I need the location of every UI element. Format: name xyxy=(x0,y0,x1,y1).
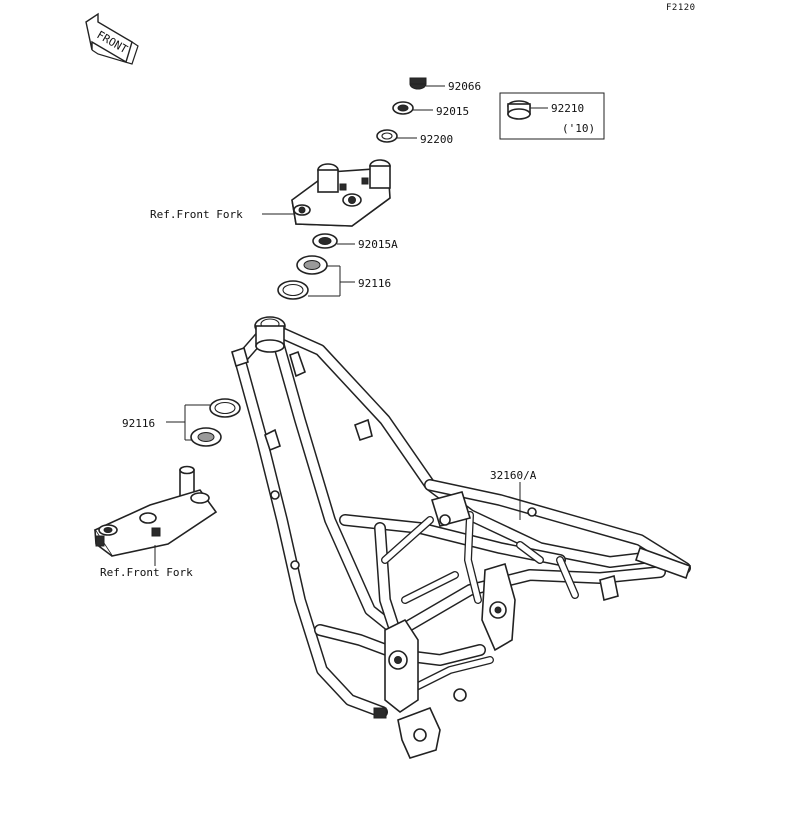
part-92015-nut xyxy=(392,101,414,115)
part-92210-callout-box xyxy=(499,92,605,140)
part-92116-upper-bearing xyxy=(277,255,328,300)
part-92200-washer xyxy=(376,129,398,143)
front-direction-arrow-icon: FRONT xyxy=(85,12,139,65)
part-92066-cap-nut xyxy=(409,77,427,90)
part-label-92200: 92200 xyxy=(420,133,453,146)
part-92210-plug xyxy=(507,100,531,120)
leader-lines xyxy=(154,85,548,566)
diagram-code: F2120 xyxy=(666,3,696,13)
lower-bracket-ref-front-fork xyxy=(93,465,218,557)
part-92015a-nut xyxy=(312,233,338,249)
upper-bracket-ref-front-fork xyxy=(291,159,391,227)
part-label-92116-upper: 92116 xyxy=(358,277,391,290)
part-label-32160a: 32160/A xyxy=(490,469,537,482)
part-label-92210-note: ('10) xyxy=(562,122,595,135)
part-label-ref-front-fork-upper: Ref.Front Fork xyxy=(150,208,243,221)
main-frame-assembly xyxy=(231,316,692,759)
part-label-ref-front-fork-lower: Ref.Front Fork xyxy=(100,566,193,579)
part-label-92116-lower: 92116 xyxy=(122,417,155,430)
part-label-92015: 92015 xyxy=(436,105,469,118)
part-92116-lower-bearing xyxy=(190,398,241,447)
part-label-92015a: 92015A xyxy=(358,238,398,251)
part-label-92210: 92210 xyxy=(551,102,584,115)
part-label-92066: 92066 xyxy=(448,80,481,93)
